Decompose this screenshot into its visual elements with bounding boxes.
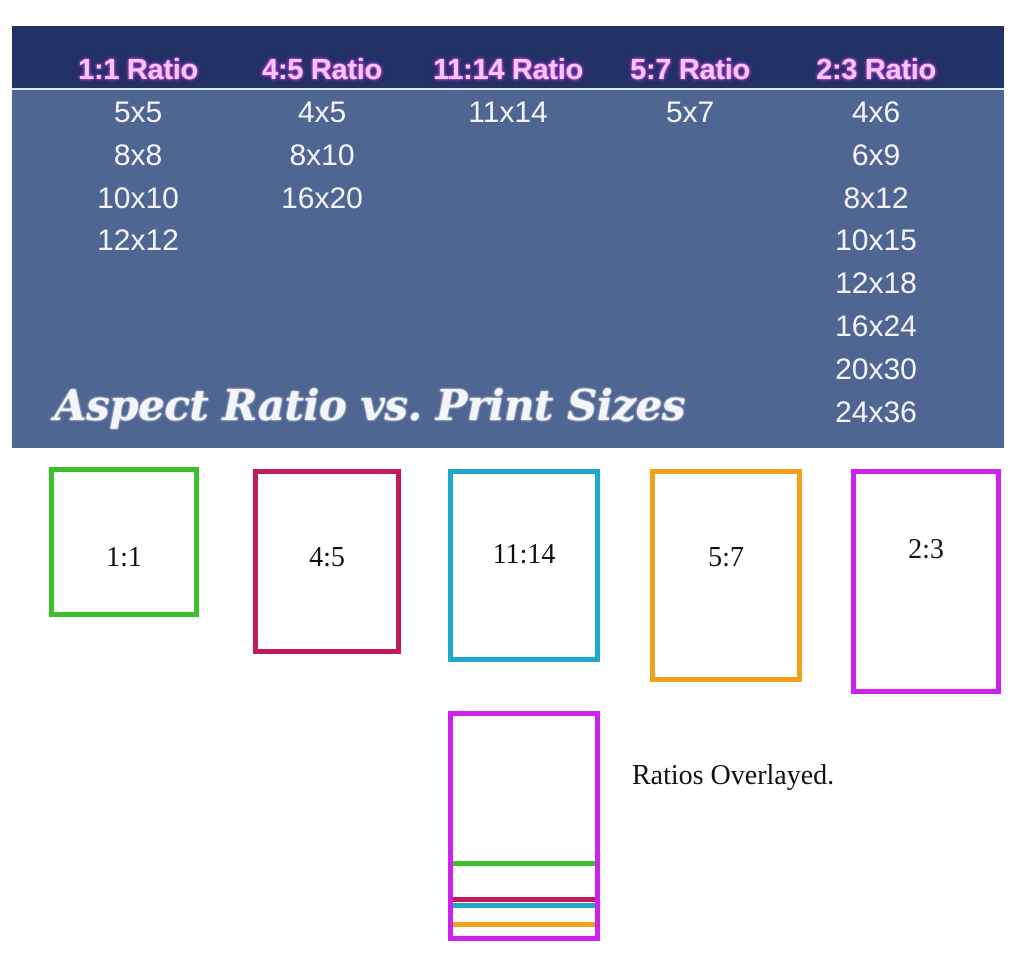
print-size: 5x5 — [113, 96, 163, 129]
print-size: 20x30 — [835, 352, 917, 386]
ratio-label: 4:5 — [309, 542, 345, 573]
ratio-box-1-1: 1:1 — [49, 467, 199, 617]
overlay-line-4-5 — [453, 897, 595, 902]
column-header: 5:7 Ratio — [630, 54, 750, 86]
ratio-label: 2:3 — [908, 534, 944, 565]
print-size: 16x20 — [281, 181, 363, 215]
column-header: 1:1 Ratio — [78, 54, 198, 86]
table-header-bar — [12, 26, 1004, 88]
print-size-table: 1:1 Ratio 5x5 8x8 10x10 12x12 4:5 Ratio … — [12, 26, 1004, 448]
ratio-label: 1:1 — [106, 542, 142, 573]
print-size: 16x24 — [835, 309, 917, 343]
print-size: 24x36 — [835, 395, 917, 429]
overlay-line-1-1 — [453, 861, 595, 866]
print-size: 4x5 — [297, 96, 347, 129]
ratio-label: 5:7 — [708, 542, 744, 573]
print-size: 8x8 — [113, 138, 163, 172]
overlay-line-5-7 — [453, 922, 595, 927]
ratio-label: 11:14 — [492, 539, 556, 570]
column-header: 2:3 Ratio — [816, 54, 936, 86]
column-header: 11:14 Ratio — [433, 54, 583, 86]
column-header: 4:5 Ratio — [262, 54, 382, 86]
print-size: 10x15 — [835, 224, 917, 258]
header-divider — [12, 88, 1004, 90]
ratio-box-5-7: 5:7 — [650, 469, 802, 682]
print-size: 12x12 — [97, 224, 179, 258]
print-size: 11x14 — [468, 96, 548, 129]
ratio-box-11-14: 11:14 — [448, 469, 600, 662]
overlay-line-11-14 — [453, 903, 595, 908]
ratio-box-2-3: 2:3 — [851, 469, 1001, 694]
table-title: Aspect Ratio vs. Print Sizes — [54, 381, 686, 430]
print-size: 12x18 — [835, 267, 917, 301]
print-size: 6x9 — [851, 138, 901, 172]
ratio-box-4-5: 4:5 — [253, 469, 401, 654]
ratios-overlay — [448, 711, 600, 941]
print-size: 10x10 — [97, 181, 179, 215]
print-size: 5x7 — [665, 96, 715, 129]
print-size: 8x12 — [843, 181, 909, 215]
overlay-caption: Ratios Overlayed. — [632, 760, 835, 791]
print-size: 4x6 — [851, 96, 901, 129]
print-size: 8x10 — [289, 138, 355, 172]
